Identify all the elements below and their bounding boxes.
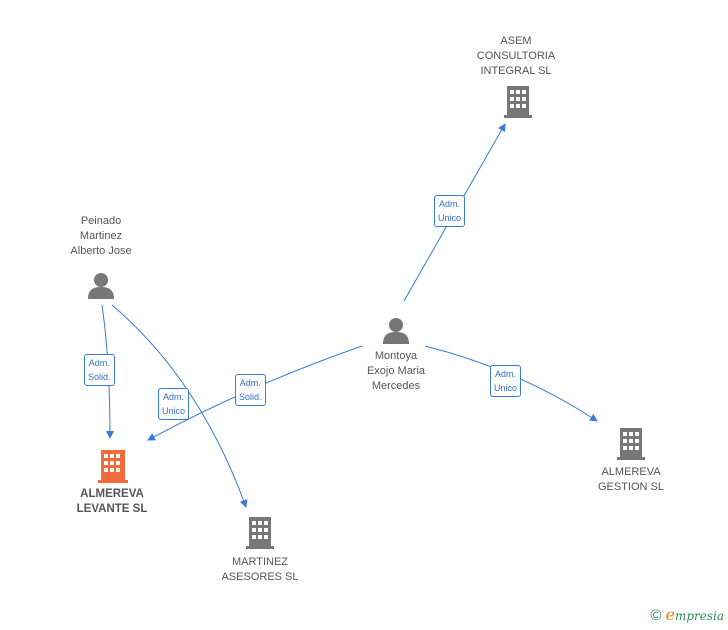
- edge-label-montoya-asem: Adm. Unico: [434, 195, 466, 227]
- brand-footer: ©empresia: [650, 605, 724, 624]
- building-icon: [617, 428, 645, 460]
- node-label-montoya[interactable]: Montoya Exojo Maria Mercedes: [366, 350, 426, 392]
- node-label-almereva-levante[interactable]: ALMEREVA LEVANTE SL: [76, 488, 148, 515]
- brand-logo-text: mpresia: [674, 609, 724, 623]
- edge-label-peinado-levante: Adm. Solid.: [84, 354, 115, 386]
- node-label-peinado[interactable]: Peinado Martinez Alberto Jose: [70, 215, 132, 257]
- person-icon: [88, 273, 114, 299]
- building-icon: [246, 517, 274, 549]
- node-label-asem[interactable]: ASEM CONSULTORIA INTEGRAL SL: [476, 35, 556, 77]
- building-icon: [504, 86, 532, 118]
- person-icon: [383, 318, 409, 344]
- edge-peinado-martinez: [111, 304, 248, 508]
- edge-label-montoya-gestion: Adm. Unico: [490, 365, 522, 397]
- building-icon-highlight: [98, 450, 128, 483]
- copyright-symbol: ©: [650, 607, 662, 624]
- node-label-martinez-asesores[interactable]: MARTINEZ ASESORES SL: [221, 556, 299, 583]
- brand-logo-initial: e: [665, 605, 675, 624]
- edge-label-peinado-martinez: Adm. Unico: [158, 388, 190, 420]
- edge-label-montoya-levante: Adm. Solid.: [235, 374, 266, 406]
- node-label-almereva-gestion[interactable]: ALMEREVA GESTION SL: [597, 466, 665, 493]
